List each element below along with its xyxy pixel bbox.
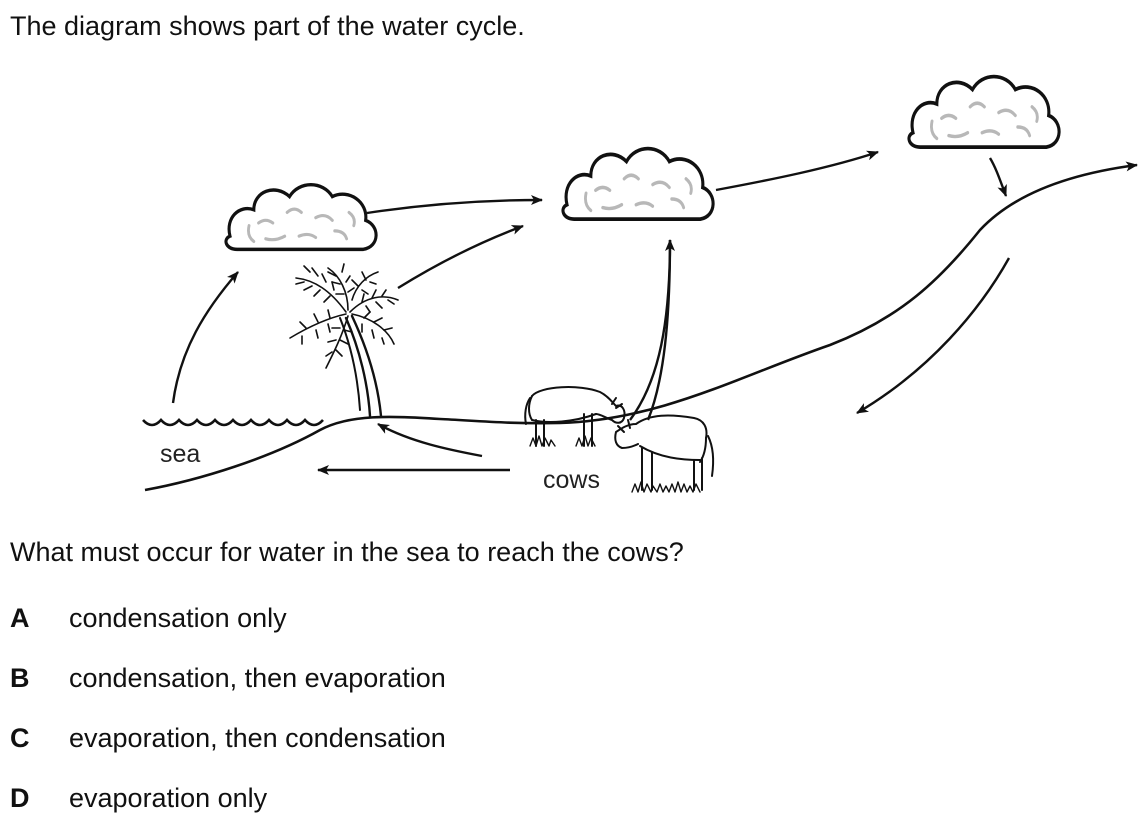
cow-icon [614,414,715,493]
arrow-icon [377,422,483,458]
intro-text: The diagram shows part of the water cycl… [10,11,525,41]
option-text: condensation, then evaporation [69,663,446,693]
option-d[interactable]: D evaporation only [10,780,446,840]
cloud-icon [561,146,715,221]
arrow-icon [171,271,239,404]
arrow-icon [856,257,1011,415]
sea-label: sea [160,440,200,468]
arrow-icon [988,157,1008,197]
arrow-icon [629,239,675,421]
question-text: What must occur for water in the sea to … [10,537,684,567]
option-letter: A [10,603,30,633]
option-text: evaporation, then condensation [69,723,446,753]
cows-label: cows [543,466,600,494]
waves-icon [142,418,324,427]
cloud-icon [224,182,378,252]
water-cycle-diagram: sea cows [142,74,1138,494]
arrow-icon [646,239,672,421]
option-letter: B [10,663,30,693]
option-b[interactable]: B condensation, then evaporation [10,660,446,720]
answer-options: A condensation only B condensation, then… [10,600,446,840]
cow-icon [524,386,626,447]
option-text: condensation only [69,603,287,633]
option-letter: D [10,783,30,813]
option-a[interactable]: A condensation only [10,600,446,660]
arrow-icon [397,224,524,290]
option-c[interactable]: C evaporation, then condensation [10,720,446,780]
arrow-icon [366,195,543,215]
ground-line [144,161,1138,492]
option-text: evaporation only [69,783,268,813]
arrow-icon [715,150,879,192]
option-letter: C [10,723,30,753]
cloud-icon [907,74,1061,149]
palm-tree-icon [289,263,399,418]
